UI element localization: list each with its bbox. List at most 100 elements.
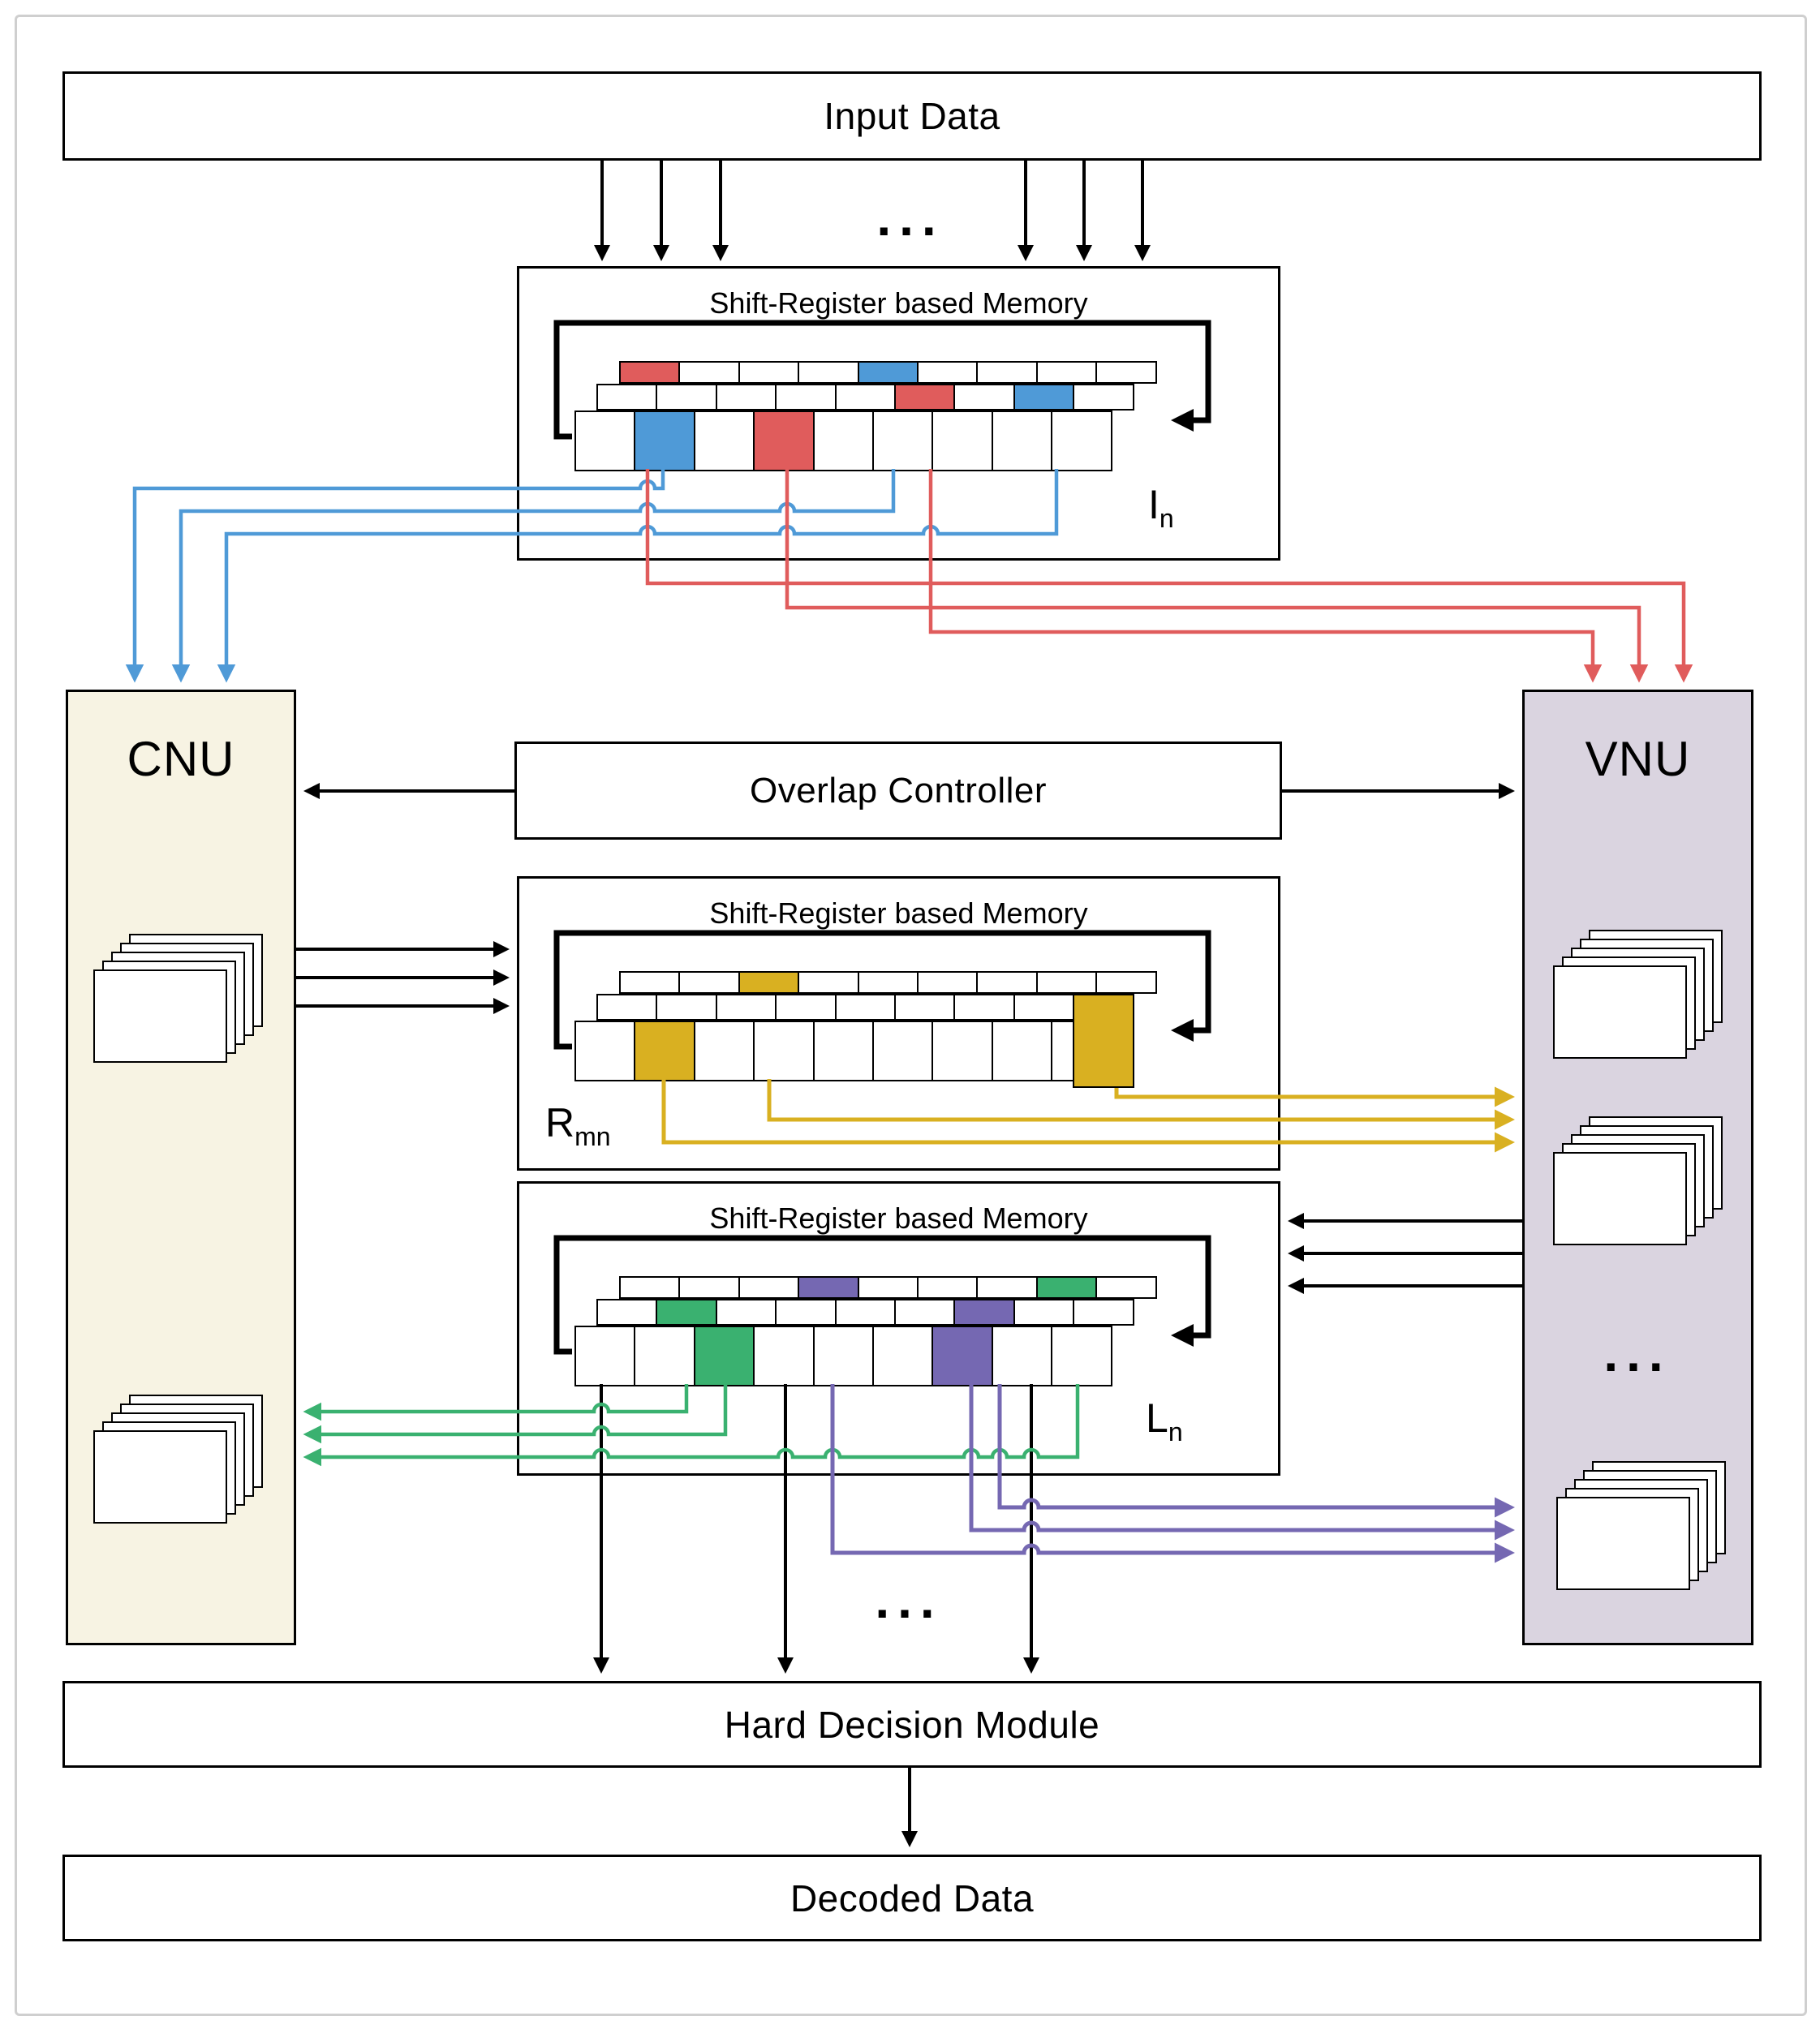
memory-cell	[1095, 971, 1158, 994]
memory-cell	[812, 411, 875, 471]
memory-cell-purple	[953, 1299, 1016, 1326]
memory-cell	[1051, 1326, 1113, 1386]
memory-cell	[834, 1299, 897, 1326]
vnu-register-stack-middle	[1553, 1116, 1723, 1246]
memory-cell	[991, 1021, 1053, 1081]
memory-cell-red	[893, 384, 956, 411]
memory-cell	[1035, 361, 1098, 384]
memory-cell	[775, 994, 837, 1021]
cnu-register-stack-top	[93, 934, 264, 1064]
memory-cell	[871, 1326, 934, 1386]
memory-cell	[678, 361, 741, 384]
register-row	[596, 384, 1135, 411]
memory-cell	[1051, 411, 1113, 471]
memory-cell	[976, 1276, 1039, 1299]
decoded-data-label: Decoded Data	[790, 1876, 1035, 1919]
memory-cell	[932, 411, 994, 471]
memory-cell	[916, 1276, 979, 1299]
memory-cell	[1073, 384, 1135, 411]
memory-cell-purple	[932, 1326, 994, 1386]
memory-cell	[678, 1276, 741, 1299]
memory-cell	[753, 1326, 815, 1386]
memory-cell	[753, 1021, 815, 1081]
memory-cell	[798, 361, 860, 384]
input-data-block: Input Data	[62, 71, 1762, 161]
memory-cell	[693, 411, 755, 471]
cnu-label: CNU	[127, 732, 235, 786]
register-row	[619, 971, 1158, 994]
memory-cell	[798, 971, 860, 994]
vnu-register-stack-top	[1553, 930, 1723, 1060]
memory-cell	[893, 1299, 956, 1326]
hard-decision-block: Hard Decision Module	[62, 1681, 1762, 1768]
memory-title: Shift-Register based Memory	[709, 286, 1088, 320]
memory-cell	[953, 994, 1016, 1021]
register-card	[1553, 965, 1687, 1059]
register-card	[1553, 1152, 1687, 1245]
memory-cell-yellow	[738, 971, 800, 994]
memory-cell	[678, 971, 741, 994]
cnu-register-stack-bottom	[93, 1395, 264, 1524]
memory-cell-red	[619, 361, 681, 384]
memory-cell	[916, 971, 979, 994]
register-row	[619, 361, 1158, 384]
memory-cell	[1013, 1299, 1075, 1326]
memory-cell	[738, 361, 800, 384]
memory-cell	[619, 1276, 681, 1299]
vnu-label: VNU	[1585, 732, 1691, 786]
memory-cell	[634, 1326, 696, 1386]
memory-cell	[916, 361, 979, 384]
memory-cell	[596, 384, 658, 411]
vnu-ellipsis: ...	[1603, 1324, 1672, 1382]
memory-cell-yellow	[1073, 994, 1135, 1088]
memory-cell	[775, 1299, 837, 1326]
memory-cell	[715, 1299, 777, 1326]
register-row	[574, 1021, 1113, 1081]
input-data-label: Input Data	[824, 95, 1000, 137]
memory-title: Shift-Register based Memory	[709, 1201, 1088, 1235]
memory-cell	[1013, 994, 1075, 1021]
register-card	[93, 969, 227, 1063]
memory-cell	[932, 1021, 994, 1081]
memory-cell	[1035, 971, 1098, 994]
memory-cell	[812, 1326, 875, 1386]
memory-cell	[871, 411, 934, 471]
memory-label-ln: Ln	[1146, 1395, 1183, 1447]
memory-cell	[812, 1021, 875, 1081]
memory-cell	[715, 994, 777, 1021]
memory-cell	[574, 1326, 636, 1386]
memory-cell	[834, 384, 897, 411]
memory-cell-green	[1035, 1276, 1098, 1299]
memory-cell	[656, 384, 718, 411]
register-row	[596, 994, 1135, 1088]
memory-cell	[656, 994, 718, 1021]
memory-cell	[976, 971, 1039, 994]
decoded-data-block: Decoded Data	[62, 1855, 1762, 1941]
memory-cell	[871, 1021, 934, 1081]
memory-cell	[991, 411, 1053, 471]
memory-cell	[1095, 1276, 1158, 1299]
memory-cell	[693, 1021, 755, 1081]
memory-cell-blue	[634, 411, 696, 471]
memory-cell	[834, 994, 897, 1021]
memory-cell-green	[693, 1326, 755, 1386]
input-ellipsis: ...	[876, 188, 944, 247]
output-ellipsis: ...	[875, 1571, 943, 1629]
memory-cell-red	[753, 411, 815, 471]
memory-cell	[1073, 1299, 1135, 1326]
memory-cell	[775, 384, 837, 411]
memory-title: Shift-Register based Memory	[709, 896, 1088, 930]
memory-cell	[991, 1326, 1053, 1386]
memory-cell	[596, 994, 658, 1021]
memory-cell	[738, 1276, 800, 1299]
memory-cell	[574, 411, 636, 471]
memory-cell-blue	[857, 361, 919, 384]
register-row	[574, 1326, 1113, 1386]
memory-cell	[893, 994, 956, 1021]
memory-cell	[574, 1021, 636, 1081]
memory-cell-yellow	[634, 1021, 696, 1081]
overlap-controller-block: Overlap Controller	[514, 742, 1282, 840]
memory-cell-blue	[1013, 384, 1075, 411]
memory-cell	[857, 971, 919, 994]
